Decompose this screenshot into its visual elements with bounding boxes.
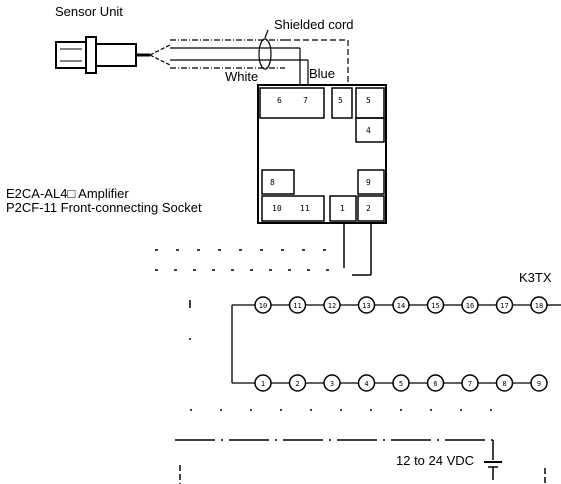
terminal-screw-icon [357,296,376,314]
sensor-unit-label: Sensor Unit [55,4,123,19]
terminal-number: 18 [535,302,543,310]
socket-terminal-labels: 6 7 5 5 4 8 9 10 11 1 2 [270,96,371,213]
terminal-screw-icon [357,374,376,392]
terminal-number: 12 [328,302,336,310]
terminal-number: 6 [433,380,437,388]
amplifier-socket [257,84,387,224]
k3tx-top-terminals: 10 11 12 13 14 15 16 17 18 [254,296,548,314]
socket-terminal: 10 [272,204,282,213]
shielded-cord-label: Shielded cord [274,17,354,32]
terminal-number: 1 [261,380,265,388]
terminal-number: 4 [364,380,368,388]
terminal-number: 2 [295,380,299,388]
socket-terminal: 9 [366,178,371,187]
supply-voltage-label: 12 to 24 VDC [396,453,475,468]
socket-terminal: 7 [303,96,308,105]
shielded-cord [149,29,349,85]
socket-terminal: 4 [366,126,371,135]
terminal-number: 14 [397,302,405,310]
terminal-number: 17 [500,302,508,310]
terminal-number: 13 [362,302,370,310]
socket-terminal: 11 [300,204,310,213]
terminal-screw-icon [495,374,514,392]
terminal-number: 7 [468,380,472,388]
socket-terminal: 2 [366,204,371,213]
terminal-screw-icon [426,374,445,392]
socket-terminal: 8 [270,178,275,187]
terminal-number: 8 [502,380,506,388]
terminal-screw-icon [254,374,272,392]
terminal-number: 15 [431,302,439,310]
terminal-screw-icon [461,296,479,314]
terminal-screw-icon [392,296,410,314]
terminal-screw-icon [254,296,272,314]
amplifier-label: E2CA-AL4□ Amplifier [6,186,129,201]
k3tx-label: K3TX [519,270,552,285]
white-wire-label: White [225,69,259,84]
terminal-screw-icon [392,374,410,392]
socket-terminal: 5 [338,96,343,105]
terminal-screw-icon [495,296,514,314]
terminal-number: 3 [330,380,334,388]
socket-terminal: 6 [277,96,282,105]
terminal-screw-icon [461,374,479,392]
terminal-screw-icon [530,296,548,314]
terminal-number: 5 [399,380,403,388]
terminal-screw-icon [426,296,445,314]
k3tx-bottom-terminals: 1 2 3 4 5 6 7 8 9 [254,374,548,392]
terminal-screw-icon [323,374,341,392]
terminal-number: 10 [259,302,267,310]
terminal-screw-icon [288,374,307,392]
k3tx-connector [231,304,561,384]
socket-terminal: 1 [340,204,345,213]
terminal-screw-icon [288,296,307,314]
terminal-screw-icon [530,374,548,392]
socket-label: P2CF-11 Front-connecting Socket [6,200,202,215]
terminal-number: 11 [293,302,301,310]
sensor-unit-icon [55,36,150,74]
terminal-number: 16 [466,302,474,310]
terminal-screw-icon [323,296,341,314]
blue-wire-label: Blue [309,66,336,81]
terminal-number: 9 [537,380,541,388]
socket-terminal: 5 [366,96,371,105]
